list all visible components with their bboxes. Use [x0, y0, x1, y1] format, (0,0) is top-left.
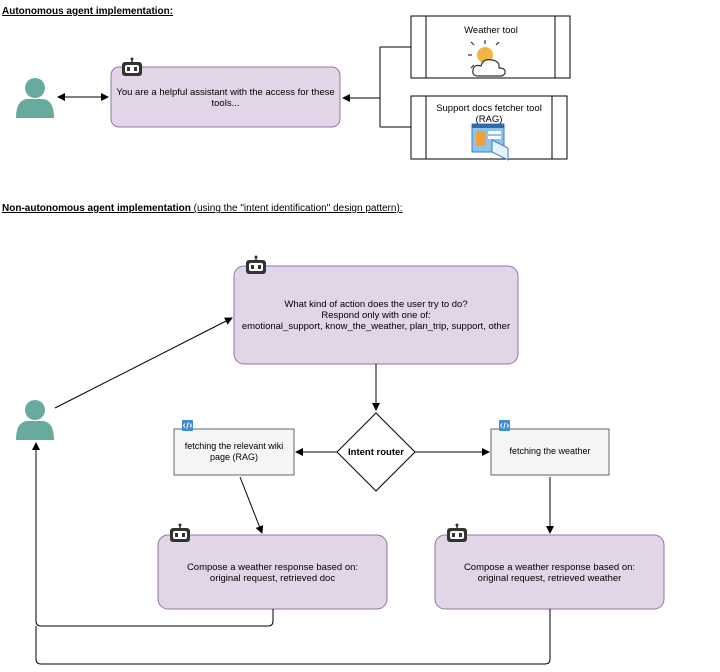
- robot-icon: [169, 522, 191, 543]
- tool-connectors: [342, 46, 411, 128]
- intent-router-diamond: [336, 412, 416, 492]
- docs-tool-label: Support docs fetcher tool (RAG): [436, 103, 542, 125]
- user-icon: [16, 78, 54, 118]
- code-icon: [181, 419, 194, 432]
- arrow-user-classifier: [54, 317, 233, 409]
- return-path-left: [32, 442, 274, 627]
- fetch-weather-box: [490, 428, 610, 476]
- section2-heading-rest: (using the "intent identification" desig…: [190, 203, 403, 214]
- sun-cloud-icon: [468, 40, 506, 77]
- code-icon: [498, 419, 511, 432]
- robot-icon: [446, 522, 468, 543]
- arrow-wiki-compose: [239, 476, 264, 534]
- agent-box: [110, 66, 341, 128]
- intent-router-label: Intent router: [348, 446, 404, 458]
- classifier-text: What kind of action does the user try to…: [241, 298, 511, 332]
- robot-icon: [121, 56, 143, 77]
- robot-icon: [245, 254, 267, 275]
- return-path-right: [35, 609, 551, 665]
- document-icon: [471, 123, 509, 161]
- compose-left-text: Compose a weather response based on: ori…: [186, 562, 359, 584]
- fetch-wiki-text: fetching the relevant wiki page (RAG): [184, 441, 284, 462]
- fetch-weather-text: fetching the weather: [509, 445, 591, 456]
- compose-right-text: Compose a weather response based on: ori…: [463, 562, 636, 584]
- user-icon: [16, 400, 54, 440]
- section2-heading-bold: Non-autonomous agent implementation: [2, 203, 191, 214]
- weather-tool-label: Weather tool: [464, 24, 518, 36]
- section1-heading: Autonomous agent implementation:: [2, 6, 174, 17]
- fetch-wiki-box: [173, 428, 295, 476]
- agent-text: You are a helpful assistant with the acc…: [116, 87, 335, 109]
- section2-heading: Non-autonomous agent implementation (usi…: [2, 203, 403, 214]
